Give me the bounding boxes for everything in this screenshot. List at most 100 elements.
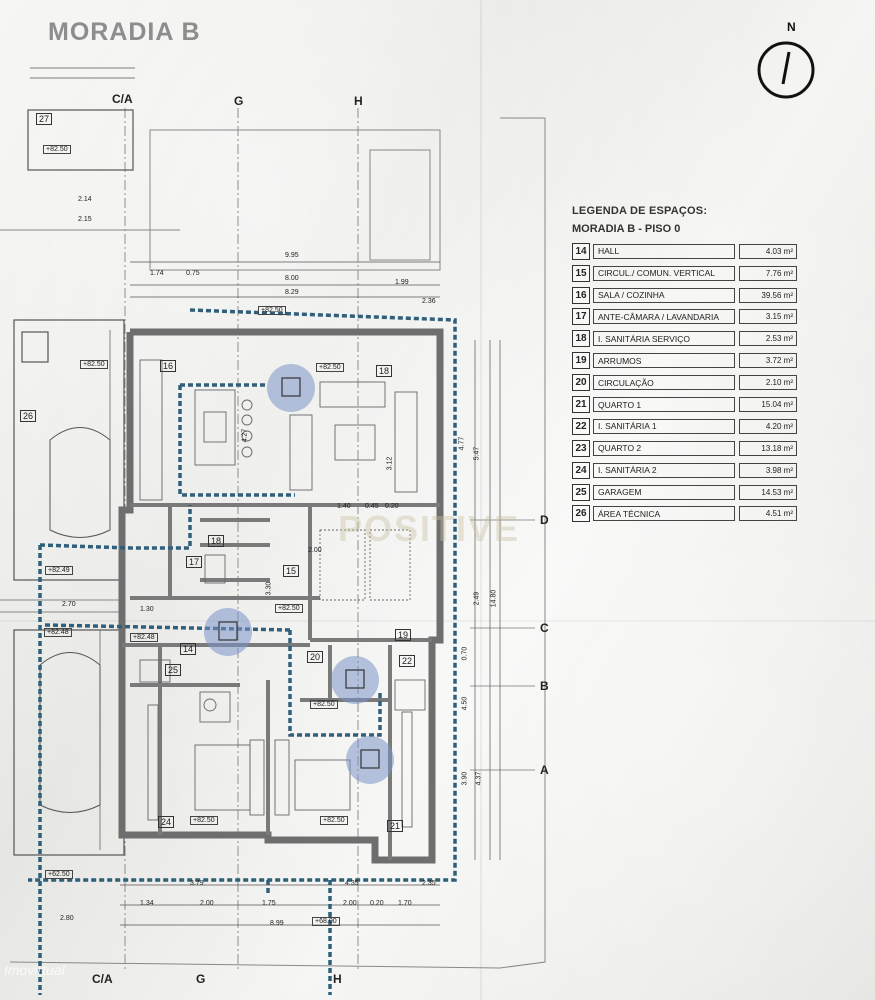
level-mark: +82.49	[45, 566, 73, 575]
legend-row: 15 CIRCUL./ COMUN. VERTICAL 7.76 m²	[572, 264, 804, 283]
dimension-label: 2.00	[343, 900, 357, 907]
legend-area: 39.56 m²	[739, 287, 797, 303]
legend-number: 15	[572, 264, 590, 282]
legend-number: 19	[572, 352, 590, 370]
site-outline	[0, 117, 546, 969]
furniture	[139, 359, 426, 828]
legend-row: 25 GARAGEM 14.53 m²	[572, 483, 804, 502]
legend-row: 24 I. SANITÁRIA 2 3.98 m²	[572, 461, 804, 480]
room-tag: 20	[307, 651, 324, 663]
grid-label-h-bottom: H	[333, 972, 342, 986]
room-tag: 21	[387, 820, 404, 832]
legend-space-name: QUARTO 1	[593, 397, 735, 413]
interior-walls	[122, 503, 440, 860]
legend-space-name: ARRUMOS	[593, 353, 735, 369]
grid-label-c: C	[540, 621, 549, 635]
dimension-label: 2.35	[422, 880, 436, 887]
grid-label-d: D	[540, 513, 549, 527]
level-mark: +82.50	[258, 306, 286, 315]
legend-space-name: SALA / COZINHA	[593, 287, 735, 303]
level-mark: +82.50	[275, 604, 303, 613]
dimension-label: 0.75	[186, 270, 200, 277]
garage-left	[13, 109, 134, 856]
legend-row: 22 I. SANITÁRIA 1 4.20 m²	[572, 417, 804, 436]
room-tag: 27	[36, 113, 53, 125]
grid-label-b: B	[540, 679, 549, 693]
grid-label-h: H	[354, 94, 363, 108]
legend-space-name: I. SANITÁRIA SERVIÇO	[593, 331, 735, 347]
dimension-label: 3.30	[265, 581, 273, 596]
room-tag: 26	[20, 410, 37, 422]
legend-number: 20	[572, 374, 590, 392]
legend-number: 25	[572, 483, 590, 501]
legend-row: 17 ANTE-CÂMARA / LAVANDARIA 3.15 m²	[572, 308, 804, 327]
dimension-label: 0.70	[461, 646, 469, 661]
room-tag: 15	[283, 565, 300, 577]
dimension-label: 2.36	[422, 298, 436, 305]
watermark-logo: POSITIVE	[338, 508, 521, 549]
room-tag: 17	[186, 556, 203, 568]
north-label: N	[787, 20, 796, 34]
legend-subtitle: MORADIA B - PISO 0	[572, 223, 681, 235]
corner-logo: Imovirtual	[4, 962, 65, 978]
dimension-label: 0.45	[365, 503, 379, 510]
legend-area: 7.76 m²	[739, 265, 797, 281]
legend-row: 26 ÁREA TÉCNICA 4.51 m²	[572, 505, 804, 524]
legend-number: 24	[572, 461, 590, 479]
legend-row: 19 ARRUMOS 3.72 m²	[572, 351, 804, 370]
level-mark: +82.50	[43, 145, 71, 154]
exterior-walls	[118, 328, 444, 864]
legend-number: 17	[572, 308, 590, 326]
room-tag: 25	[165, 664, 182, 676]
room-tag: 24	[158, 816, 175, 828]
dimension-label: 9.95	[285, 252, 299, 259]
grid-label-g-bottom: G	[196, 972, 206, 986]
legend-row: 14 HALL 4.03 m²	[572, 242, 804, 261]
dimension-label: 1.34	[140, 900, 154, 907]
level-mark: +82.48	[44, 628, 72, 637]
legend-area: 15.04 m²	[739, 397, 797, 413]
legend-row: 18 I. SANITÁRIA SERVIÇO 2.53 m²	[572, 330, 804, 349]
level-mark: +82.50	[316, 363, 344, 372]
legend-number: 26	[572, 505, 590, 523]
dimension-label: 1.30	[140, 606, 154, 613]
dimension-label: 1.70	[398, 900, 412, 907]
legend-title: LEGENDA DE ESPAÇOS:	[572, 205, 708, 217]
dimension-label: 3.79	[190, 880, 204, 887]
legend-space-name: CIRCUL./ COMUN. VERTICAL	[593, 265, 735, 281]
dimension-label: 1.74	[150, 270, 164, 277]
dimension-label: 2.70	[62, 601, 76, 608]
dimension-label: 5.47	[473, 446, 481, 461]
level-mark: +82.50	[320, 816, 348, 825]
dimension-label: 4.77	[458, 436, 466, 451]
legend-number: 21	[572, 396, 590, 414]
room-tag: 16	[160, 360, 177, 372]
legend-area: 4.51 m²	[739, 506, 797, 522]
dimension-label: 8.00	[285, 275, 299, 282]
legend-area: 2.53 m²	[739, 331, 797, 347]
dimension-label: 8.29	[285, 289, 299, 296]
sheet-title: MORADIA B	[48, 18, 201, 46]
north-arrow-icon	[757, 41, 815, 99]
legend-number: 22	[572, 417, 590, 435]
level-mark: +82.50	[80, 360, 108, 369]
legend-space-name: I. SANITÁRIA 1	[593, 418, 735, 434]
dimension-label: 1.40	[337, 503, 351, 510]
room-tag: 18	[208, 535, 225, 547]
dimension-label: 1.75	[262, 900, 276, 907]
dimension-label: 4.37	[475, 771, 483, 786]
legend-area: 13.18 m²	[739, 440, 797, 456]
dimension-label: 14.80	[490, 589, 498, 608]
level-mark: +82.50	[310, 700, 338, 709]
grid-lines	[124, 108, 535, 970]
legend-area: 2.10 m²	[739, 375, 797, 391]
room-tag: 14	[180, 643, 197, 655]
legend-space-name: I. SANITÁRIA 2	[593, 462, 735, 478]
legend-row: 23 QUARTO 2 13.18 m²	[572, 439, 804, 458]
dimension-label: 3.12	[386, 456, 394, 471]
room-tag: 22	[399, 655, 416, 667]
camera-markers	[204, 364, 394, 784]
dimension-lines	[30, 67, 501, 926]
legend-space-name: ANTE-CÂMARA / LAVANDARIA	[593, 309, 735, 325]
